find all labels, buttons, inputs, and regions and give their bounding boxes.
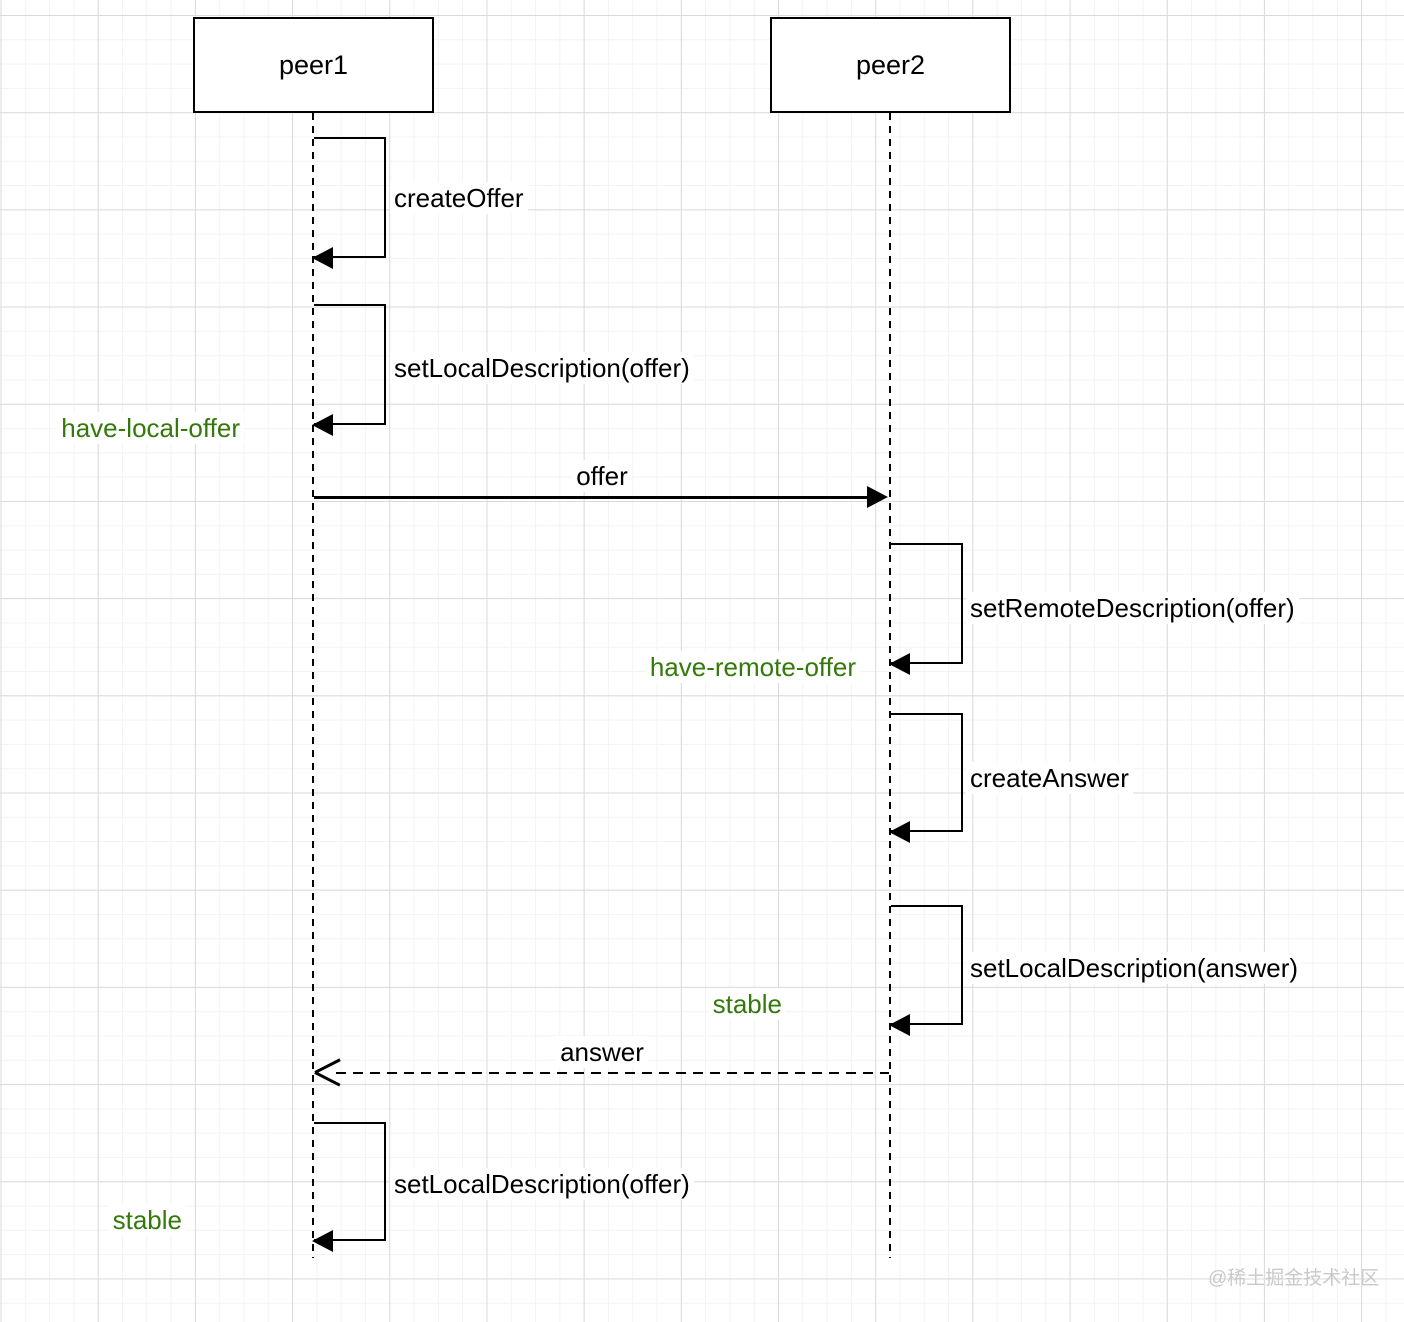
state-label-have-local-offer: have-local-offer	[57, 412, 244, 444]
self-call-loop-set-local-description-offer-final	[312, 1122, 386, 1252]
self-call-loop-set-local-description-offer-peer1	[312, 304, 386, 436]
self-call-label: setLocalDescription(offer)	[390, 352, 694, 384]
self-call-loop-create-answer	[889, 713, 963, 843]
message-line-offer	[314, 496, 867, 499]
arrowhead-left-icon	[312, 1230, 333, 1252]
state-label-stable-peer1: stable	[108, 1204, 186, 1236]
message-label-answer: answer	[556, 1036, 648, 1068]
arrowhead-right-icon	[867, 486, 888, 508]
actor-box-peer1: peer1	[193, 17, 434, 113]
self-call-label: setLocalDescription(answer)	[966, 952, 1303, 984]
self-call-label: createAnswer	[966, 762, 1133, 794]
self-call-label: setLocalDescription(offer)	[390, 1168, 694, 1200]
self-call-loop-create-offer	[312, 137, 386, 269]
self-call-loop-set-remote-description-offer	[889, 543, 963, 675]
arrowhead-left-icon	[889, 653, 910, 675]
arrowhead-left-icon	[889, 821, 910, 843]
state-label-stable-peer2: stable	[708, 988, 786, 1020]
watermark-text: @稀土掘金技术社区	[1208, 1268, 1380, 1289]
self-call-label: createOffer	[390, 182, 528, 214]
self-call-label: setRemoteDescription(offer)	[966, 592, 1299, 624]
state-label-have-remote-offer: have-remote-offer	[645, 651, 860, 683]
actor-box-peer2: peer2	[770, 17, 1011, 113]
message-line-answer	[336, 1071, 889, 1074]
arrowhead-left-icon	[889, 1014, 910, 1036]
lifeline-peer1	[312, 113, 314, 1258]
self-call-loop-set-local-description-answer	[889, 905, 963, 1036]
arrowhead-left-icon	[312, 247, 333, 269]
message-label-offer: offer	[572, 460, 632, 492]
arrowhead-left-icon	[312, 414, 333, 436]
lifeline-peer2	[889, 113, 891, 1258]
